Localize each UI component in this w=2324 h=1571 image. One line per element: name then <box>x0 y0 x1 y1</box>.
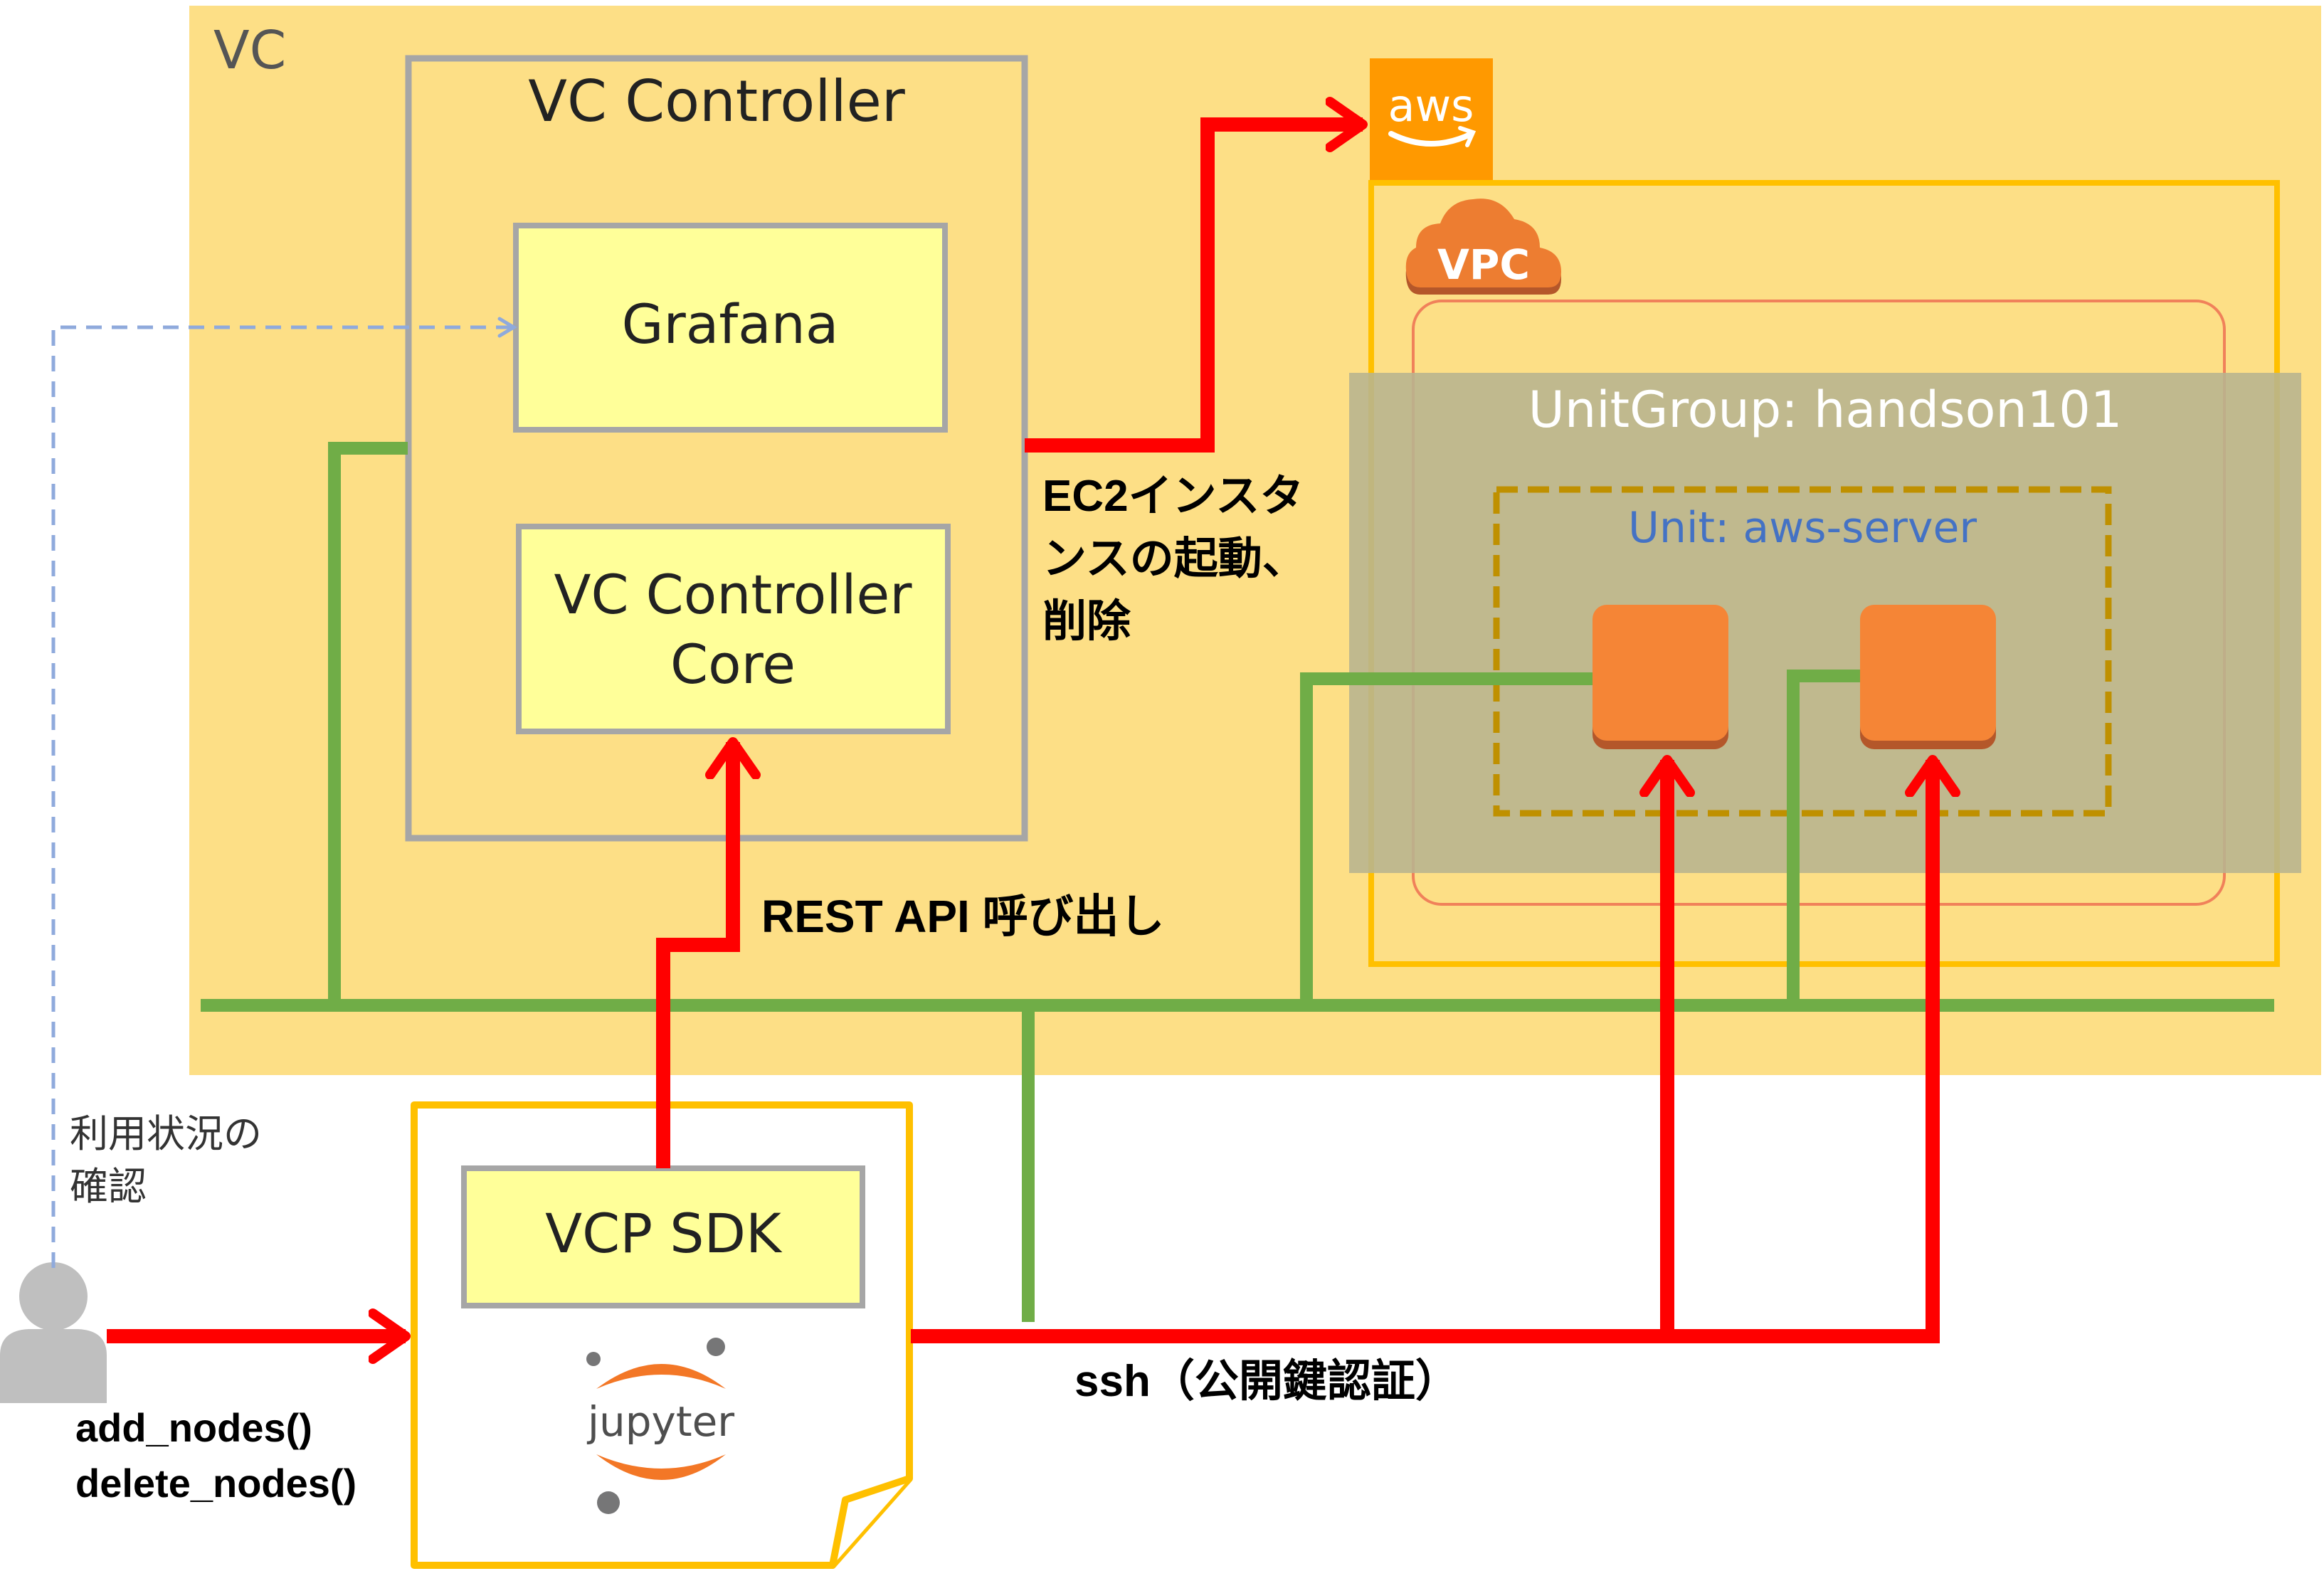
usage-label-line1: 利用状況の <box>70 1111 262 1156</box>
ec2-label-line1: EC2インスタ <box>1042 472 1304 521</box>
rest-api-label: REST API 呼び出し <box>761 891 1165 942</box>
red-arrows <box>107 125 1933 1336</box>
add-nodes-label: add_nodes() <box>75 1405 312 1450</box>
unitgroup-label: UnitGroup: handson101 <box>1528 381 2123 439</box>
ec2-label-line2: ンスの起動、 <box>1042 534 1306 583</box>
vc-label: VC <box>213 20 286 81</box>
jupyter-text: jupyter <box>586 1397 734 1446</box>
rest-api-arrow <box>656 742 733 1168</box>
grafana-label: Grafana <box>622 292 839 356</box>
vc-controller-core-box: VC Controller Core <box>516 524 951 734</box>
vpc-label: VPC <box>1437 240 1530 289</box>
ec2-instance-icon <box>1860 605 1996 749</box>
aws-logo-text: aws <box>1388 80 1474 132</box>
aws-logo-icon: aws <box>1370 58 1493 181</box>
delete-nodes-label: delete_nodes() <box>75 1461 356 1506</box>
vc-controller-core-label-line1: VC Controller <box>554 563 912 626</box>
vcp-sdk-box: VCP SDK <box>461 1165 865 1308</box>
grafana-box: Grafana <box>513 223 948 433</box>
vcp-sdk-label: VCP SDK <box>545 1202 783 1265</box>
ssh-arrow-2 <box>1667 760 1933 1343</box>
usage-check-arrow <box>51 317 517 1268</box>
unit-label: Unit: aws-server <box>1628 503 1977 553</box>
jupyter-logo-icon: jupyter <box>586 1338 734 1514</box>
usage-label-line2: 確認 <box>70 1164 147 1209</box>
ec2-arrow <box>1025 125 1363 453</box>
ssh-label: ssh（公開鍵認証） <box>1074 1356 1459 1406</box>
vpc-cloud-icon: VPC <box>1405 199 1561 295</box>
vc-controller-title: VC Controller <box>528 68 905 134</box>
unit-box: Unit: aws-server <box>1493 486 2112 817</box>
user-icon <box>0 1262 107 1403</box>
ec2-instance-icon <box>1593 605 1728 749</box>
unitgroup-box: UnitGroup: handson101 <box>1349 373 2301 873</box>
vc-controller-core-label-line2: Core <box>670 633 796 696</box>
ec2-label-line3: 削除 <box>1042 597 1131 646</box>
